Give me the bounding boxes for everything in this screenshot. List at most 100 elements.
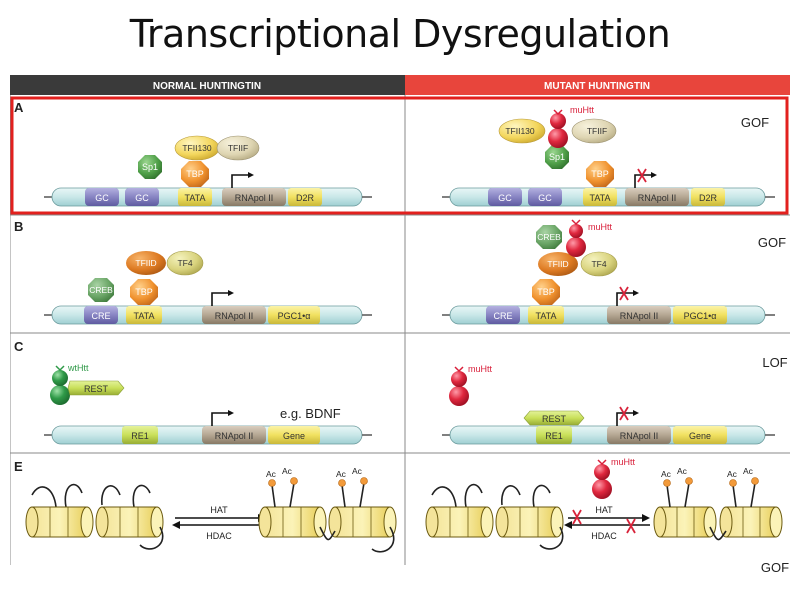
hat-label: HAT [210, 505, 228, 515]
gc-label: GC [95, 193, 109, 203]
tfii130-label: TFII130 [182, 143, 212, 153]
tf4-label: TF4 [591, 259, 606, 269]
transcription-start-arrow [634, 174, 651, 188]
gene-box [673, 426, 727, 444]
rest-hexagon [523, 410, 585, 426]
gc-box [488, 188, 522, 206]
panel-e-normal: HAT HDAC [25, 466, 397, 553]
arrow-head [651, 172, 657, 178]
panel-a-normal: GC GC TATA RNApol II D2R Sp1 TBP TFII130… [44, 135, 372, 207]
muhtt-label: muHtt [468, 364, 493, 374]
gene-label: Gene [689, 431, 711, 441]
tbp-label: TBP [135, 287, 153, 297]
blocked-x-icon [626, 518, 636, 534]
gc-box [125, 188, 159, 206]
transcription-start-arrow [211, 412, 228, 426]
tf4-ellipse [166, 250, 204, 276]
slide-title: Transcriptional Dysregulation [129, 12, 671, 56]
gc-box [528, 188, 562, 206]
cre-box [84, 306, 118, 324]
nucleosome [653, 506, 717, 538]
figure: NORMAL HUNTINGTIN MUTANT HUNTINGTIN A GC… [10, 75, 790, 575]
tbp-label: TBP [186, 169, 204, 179]
gene-label: PGC1•α [684, 311, 717, 321]
effect-label: GOF [741, 115, 769, 130]
tbp-octagon [130, 279, 158, 305]
nucleosome [719, 506, 783, 538]
gc-label: GC [135, 193, 149, 203]
normal-header-label: NORMAL HUNTINGTIN [153, 81, 261, 92]
panel-e-mutant: muHtt HAT HDAC [425, 457, 789, 575]
hdac-arrow [172, 521, 266, 529]
hdac-label: HDAC [206, 531, 232, 541]
rnapol-label: RNApol II [638, 193, 677, 203]
arrow-head [633, 410, 639, 416]
gene-box [673, 306, 727, 324]
rnapol-box [607, 426, 671, 444]
ac-label: Ac [352, 466, 363, 476]
sp1-octagon [545, 145, 569, 169]
blocked-x-icon [637, 168, 647, 183]
panel-c: C wtHtt REST e.g. BDNF RE1 RNApol II Gen… [14, 339, 788, 445]
ac-label: Ac [677, 466, 688, 476]
creb-octagon [88, 278, 114, 302]
normal-header-bar [10, 75, 405, 95]
panel-c-normal: wtHtt REST e.g. BDNF RE1 RNApol II Gene [44, 363, 372, 445]
cre-label: CRE [493, 311, 512, 321]
blocked-x-icon [619, 406, 629, 421]
muhtt-label: muHtt [611, 457, 636, 467]
creb-label: CREB [89, 285, 113, 295]
panel-b-letter: B [14, 219, 23, 234]
highlight-box [10, 96, 789, 215]
effect-label: GOF [761, 560, 789, 575]
arrow-head [633, 290, 639, 296]
panel-b-normal: CRE TATA RNApol II PGC1•α CREB TBP TFIID… [44, 250, 372, 325]
gene-box [288, 188, 322, 206]
panel-c-mutant: LOF muHtt REST RE1 RNApol II Gene [442, 355, 788, 445]
rnapol-box [607, 306, 671, 324]
cre-label: CRE [91, 311, 110, 321]
tata-label: TATA [536, 311, 557, 321]
tf4-ellipse [580, 251, 618, 277]
mutant-huntingtin-icon [449, 366, 469, 406]
tfiif-ellipse [571, 118, 617, 144]
gc-box [85, 188, 119, 206]
acetyl-group-icon [268, 477, 368, 487]
re1-box [536, 426, 572, 444]
gene-box [268, 306, 320, 324]
muhtt-label: muHtt [588, 222, 613, 232]
mutant-huntingtin-icon [592, 459, 612, 499]
gene-box [691, 188, 725, 206]
cre-box [486, 306, 520, 324]
rnapol-box [625, 188, 689, 206]
wild-type-huntingtin-icon [50, 365, 70, 405]
chromatin-condensed [425, 483, 564, 550]
arrow-head [228, 410, 234, 416]
example-gene-note: e.g. BDNF [280, 406, 341, 421]
hat-arrow [568, 514, 650, 522]
hat-label: HAT [595, 505, 613, 515]
tfiid-label: TFIID [547, 259, 568, 269]
ac-label: Ac [743, 466, 754, 476]
arrow-head [228, 290, 234, 296]
tbp-octagon [532, 279, 560, 305]
hdac-label: HDAC [591, 531, 617, 541]
sp1-label: Sp1 [142, 162, 158, 172]
nucleosome [25, 506, 94, 538]
acetyl-group-icon [663, 477, 759, 487]
gene-label: PGC1•α [278, 311, 311, 321]
ac-label: Ac [282, 466, 293, 476]
mutant-huntingtin-icon [548, 109, 568, 148]
tata-box [126, 306, 162, 324]
rnapol-label: RNApol II [620, 431, 659, 441]
tfiid-ellipse [126, 251, 166, 275]
tfiid-ellipse [538, 252, 578, 276]
mutant-header-label: MUTANT HUNTINGTIN [544, 81, 650, 92]
panel-b-mutant: GOF CRE TATA RNApol II PGC1•α TBP TFIID [442, 219, 786, 325]
sp1-octagon [138, 155, 162, 179]
tata-label: TATA [590, 193, 611, 203]
arrow-head [248, 172, 254, 178]
tbp-octagon [181, 161, 209, 187]
panel-a-mutant: GOF GC GC TATA RNApol II D2R TBP [442, 105, 775, 207]
tfiif-label: TFIIF [587, 126, 607, 136]
